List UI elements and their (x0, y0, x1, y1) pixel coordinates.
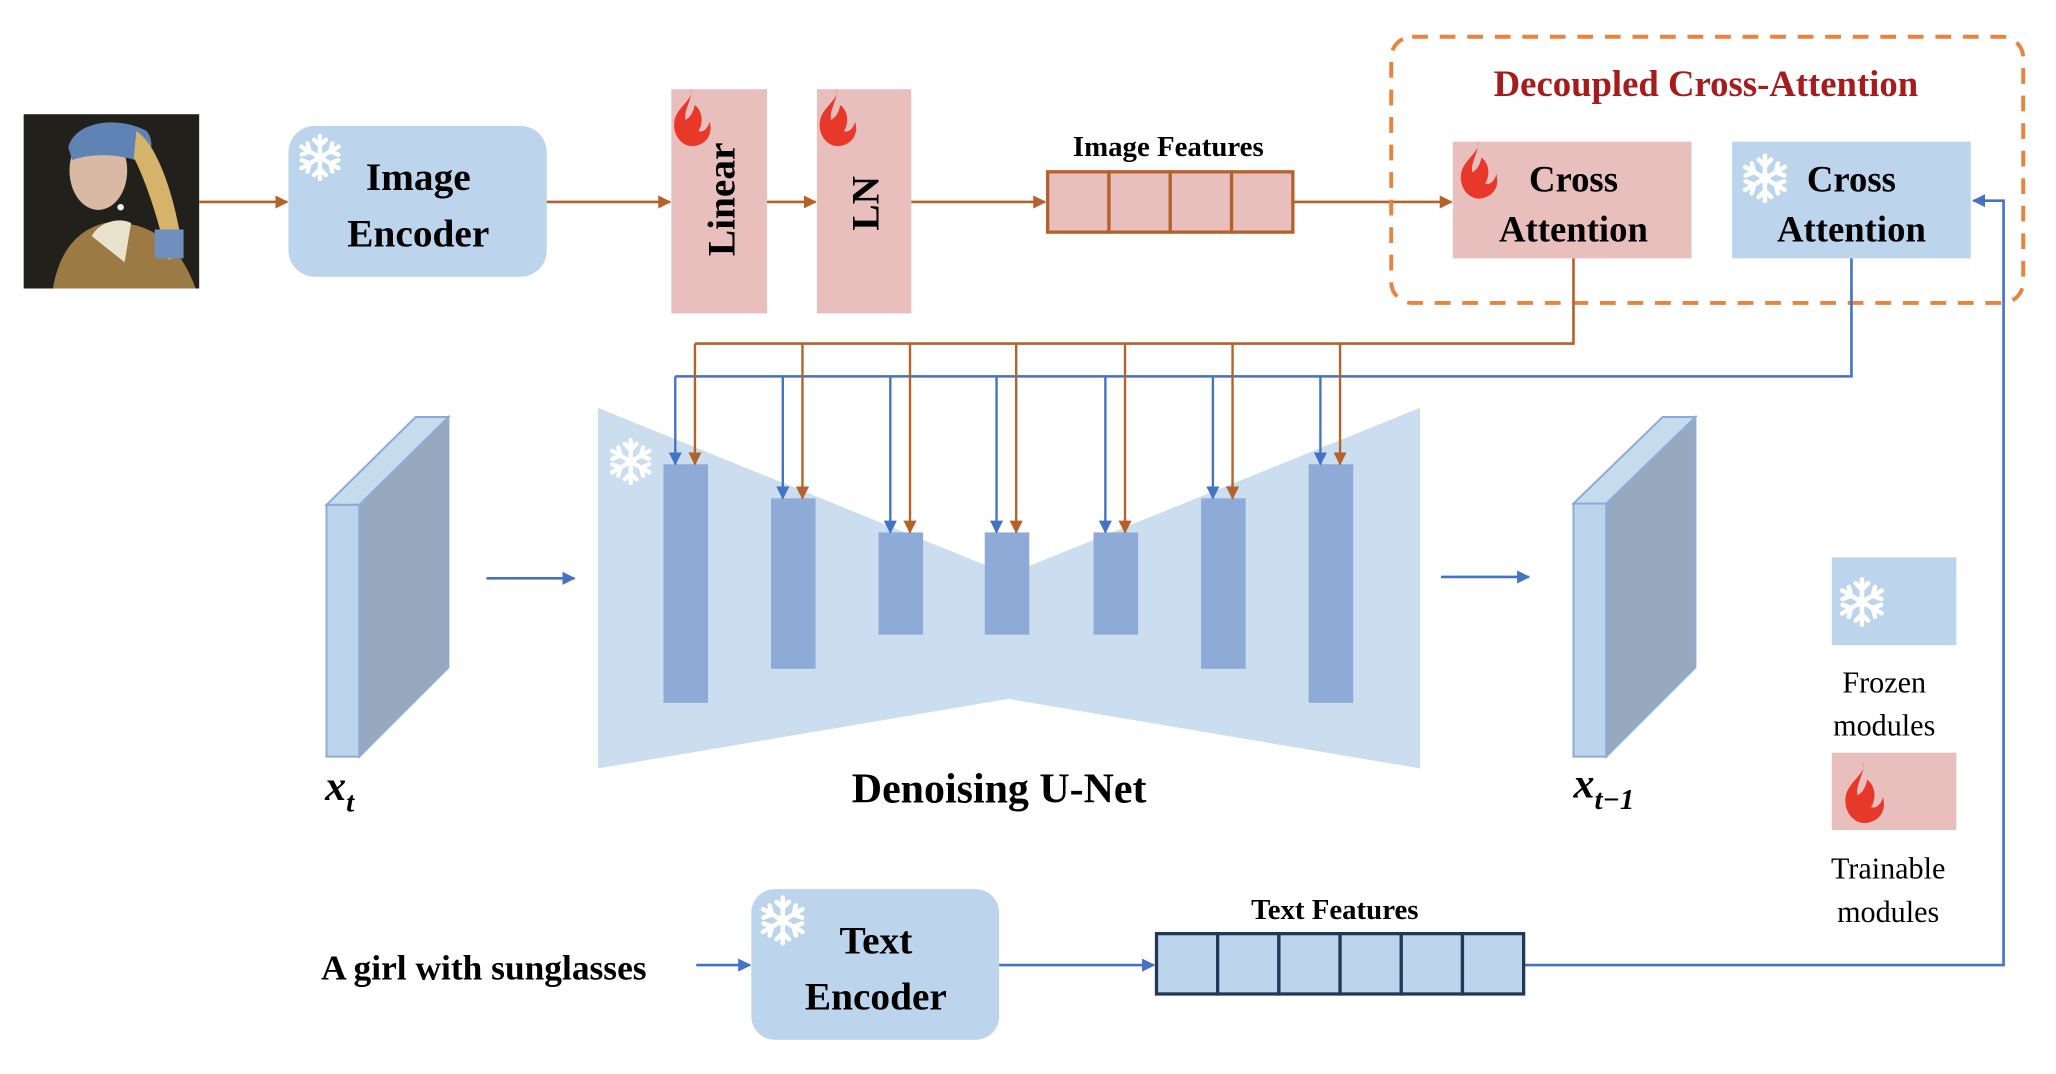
decoupled-title: Decoupled Cross-Attention (1494, 63, 1918, 104)
trainable-cross-label-2: Attention (1499, 208, 1648, 249)
unet-label: Denoising U-Net (852, 767, 1147, 813)
image-feature-token (1229, 170, 1295, 234)
text-feature-token (1277, 932, 1342, 996)
text-features: Text Features (1154, 894, 1526, 996)
text-features-to-cross-attention-line (1524, 194, 2005, 967)
text-encoder-label-2: Encoder (805, 975, 947, 1019)
unet-block (771, 498, 816, 669)
text-attention-bus (675, 258, 1853, 378)
unet-block (1308, 464, 1354, 703)
latent-output: xt−1 (1571, 414, 1698, 816)
image-feature-token (1046, 170, 1111, 234)
text-encoder-label-1: Text (839, 918, 912, 962)
legend-frozen-swatch (1831, 557, 1957, 646)
image-feature-token (1168, 170, 1234, 234)
legend-frozen-label-2: modules (1833, 709, 1935, 743)
text-encoder-block: Text Encoder (751, 889, 1000, 1040)
latent-output-label: xt−1 (1572, 761, 1634, 816)
legend-frozen-label-1: Frozen (1842, 665, 1926, 699)
text-feature-token (1338, 932, 1403, 996)
unet-block (1093, 532, 1139, 635)
image-encoder-label-1: Image (366, 155, 471, 199)
text-features-label: Text Features (1251, 894, 1418, 926)
legend: Frozen modules Trainable modules (1831, 557, 1957, 929)
legend-trainable-label-2: modules (1837, 895, 1939, 929)
text-feature-token (1154, 932, 1220, 996)
ln-label: LN (844, 176, 888, 231)
image-features-label: Image Features (1073, 131, 1264, 163)
text-feature-token (1460, 932, 1526, 996)
prompt-text: A girl with sunglasses (321, 948, 646, 988)
frozen-cross-label-2: Attention (1777, 208, 1926, 249)
unet-block (663, 464, 709, 703)
trainable-cross-label-1: Cross (1529, 158, 1618, 199)
image-attention-bus (694, 258, 1575, 345)
decoupled-cross-attention-group: Decoupled Cross-Attention Cross Attentio… (1389, 34, 2026, 305)
linear-label: Linear (699, 143, 743, 257)
frozen-cross-attention-block: Cross Attention (1732, 141, 1971, 259)
image-features: Image Features (1046, 131, 1295, 234)
latent-input: xt (324, 414, 451, 819)
trainable-cross-attention-block: Cross Attention (1452, 140, 1692, 259)
text-feature-token (1216, 932, 1281, 996)
unet-block (984, 532, 1030, 635)
image-feature-token (1107, 170, 1172, 234)
legend-trainable-label-1: Trainable (1831, 852, 1945, 886)
unet-block (878, 532, 924, 635)
input-image (23, 114, 200, 289)
text-feature-token (1399, 932, 1465, 996)
image-encoder-block: Image Encoder (288, 125, 547, 277)
linear-block: Linear (671, 88, 768, 314)
denoising-unet: Denoising U-Net (597, 343, 1421, 813)
latent-input-label: xt (324, 764, 355, 819)
image-encoder-label-2: Encoder (347, 212, 489, 256)
frozen-cross-label-1: Cross (1807, 158, 1896, 199)
unet-block (1201, 498, 1246, 669)
ln-block: LN (816, 88, 912, 314)
